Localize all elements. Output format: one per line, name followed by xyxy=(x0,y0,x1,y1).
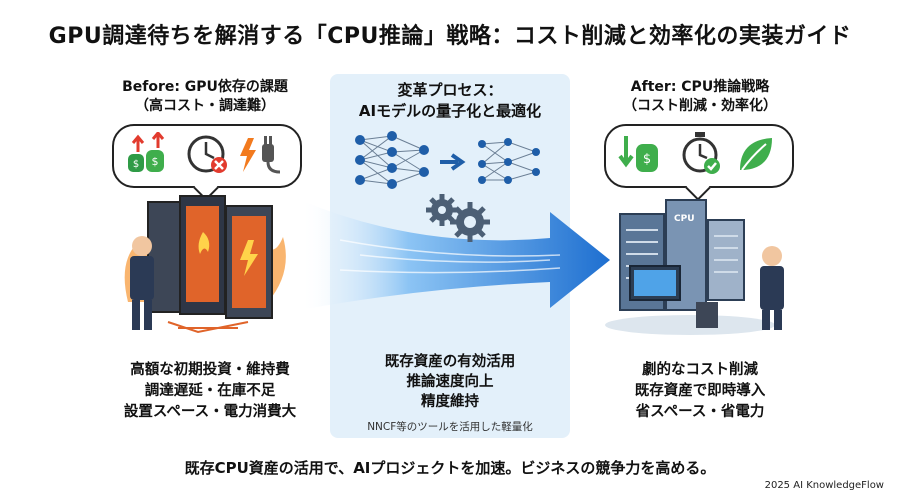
process-heading-line2: AIモデルの量子化と最適化 xyxy=(358,102,542,120)
before-points: 高額な初期投資・維持費 調達遅延・在庫不足 設置スペース・電力消費大 xyxy=(95,360,325,423)
gears-icon xyxy=(426,194,490,242)
list-item: 省スペース・省電力 xyxy=(635,404,765,420)
after-points: 劇的なコスト削減 既存資産で即時導入 省スペース・省電力 xyxy=(590,360,810,423)
svg-text:$: $ xyxy=(643,152,651,167)
right-arrow-icon xyxy=(440,153,466,171)
large-neural-network-icon xyxy=(355,131,429,189)
after-heading-line1: After: CPU推論戦略 xyxy=(630,79,770,95)
footer-message: 既存CPU資産の活用で、AIプロジェクトを加速。ビジネスの競争力を高める。 xyxy=(184,459,716,477)
list-item: 推論速度向上 xyxy=(406,374,494,390)
list-item: 劇的なコスト削減 xyxy=(642,362,758,378)
before-heading-line2: （高コスト・調達難） xyxy=(135,98,275,114)
process-points: 既存資産の有効活用 推論速度向上 精度維持 xyxy=(330,352,570,412)
list-item: 既存資産で即時導入 xyxy=(634,383,766,399)
copyright-text: 2025 AI KnowledgeFlow xyxy=(764,480,884,491)
list-item: 設置スペース・電力消費大 xyxy=(123,404,297,420)
overheated-gpu-servers xyxy=(124,195,286,334)
money-down-icon: $ xyxy=(618,136,658,172)
money-up-icon: $ $ xyxy=(128,132,165,172)
after-heading-line2: （コスト削減・効率化） xyxy=(623,98,777,114)
before-heading: Before: GPU依存の課題 （高コスト・調達難） xyxy=(95,78,315,116)
cpu-server-setup xyxy=(605,199,784,335)
process-heading: 変革プロセス： AIモデルの量子化と最適化 xyxy=(330,80,570,122)
cpu-server-label: CPU xyxy=(674,214,695,224)
list-item: 高額な初期投資・維持費 xyxy=(130,362,290,378)
list-item: 調達遅延・在庫不足 xyxy=(144,383,276,399)
process-heading-line1: 変革プロセス： xyxy=(397,81,503,99)
list-item: 既存資産の有効活用 xyxy=(384,354,516,370)
power-plug-icon xyxy=(240,136,281,174)
list-item: 精度維持 xyxy=(421,394,479,410)
transformation-arrow xyxy=(300,200,610,310)
page-title: GPU調達待ちを解消する「CPU推論」戦略：コスト削減と効率化の実装ガイド xyxy=(48,24,852,49)
process-note: NNCF等のツールを活用した軽量化 xyxy=(367,421,533,433)
after-heading: After: CPU推論戦略 （コスト削減・効率化） xyxy=(590,78,810,116)
leaf-icon xyxy=(740,138,772,171)
svg-text:$: $ xyxy=(152,155,159,168)
clock-cancel-icon xyxy=(187,135,227,173)
svg-text:$: $ xyxy=(133,159,139,170)
compressed-neural-network-icon xyxy=(478,138,540,184)
stopwatch-check-icon xyxy=(682,132,720,174)
before-heading-line1: Before: GPU依存の課題 xyxy=(122,79,288,95)
